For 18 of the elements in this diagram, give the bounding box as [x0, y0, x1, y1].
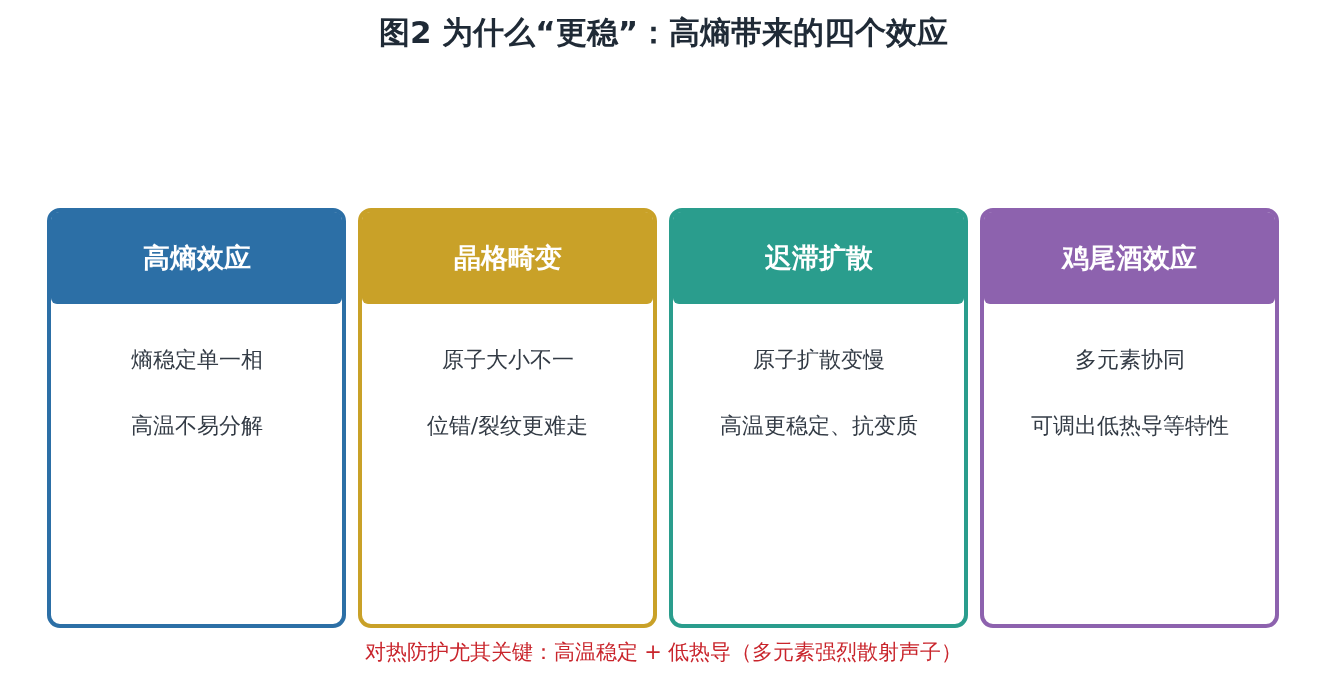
card-text: 原子扩散变慢 [752, 347, 885, 372]
card [47, 208, 346, 628]
card-heading: 迟滞扩散 [673, 212, 964, 304]
card-text: 多元素协同 [1074, 347, 1185, 372]
card-text: 熵稳定单一相 [130, 347, 263, 372]
card-heading: 晶格畸变 [362, 212, 653, 304]
card [980, 208, 1279, 628]
note-text: 对热防护尤其关键：高温稳定 + 低热导（多元素强烈散射声子） [364, 639, 963, 666]
card-text: 高温更稳定、抗变质 [719, 413, 918, 438]
card-text: 位错/裂纹更难走 [426, 413, 589, 438]
diagram-title: 图2 为什么“更稳”：高熵带来的四个效应 [378, 13, 949, 52]
card [669, 208, 968, 628]
card-text: 可调出低热导等特性 [1030, 413, 1229, 438]
card-heading: 高熵效应 [51, 212, 342, 304]
card-heading: 鸡尾酒效应 [984, 212, 1275, 304]
card-text: 高温不易分解 [130, 413, 263, 438]
card [358, 208, 657, 628]
card-text: 原子大小不一 [441, 347, 574, 372]
